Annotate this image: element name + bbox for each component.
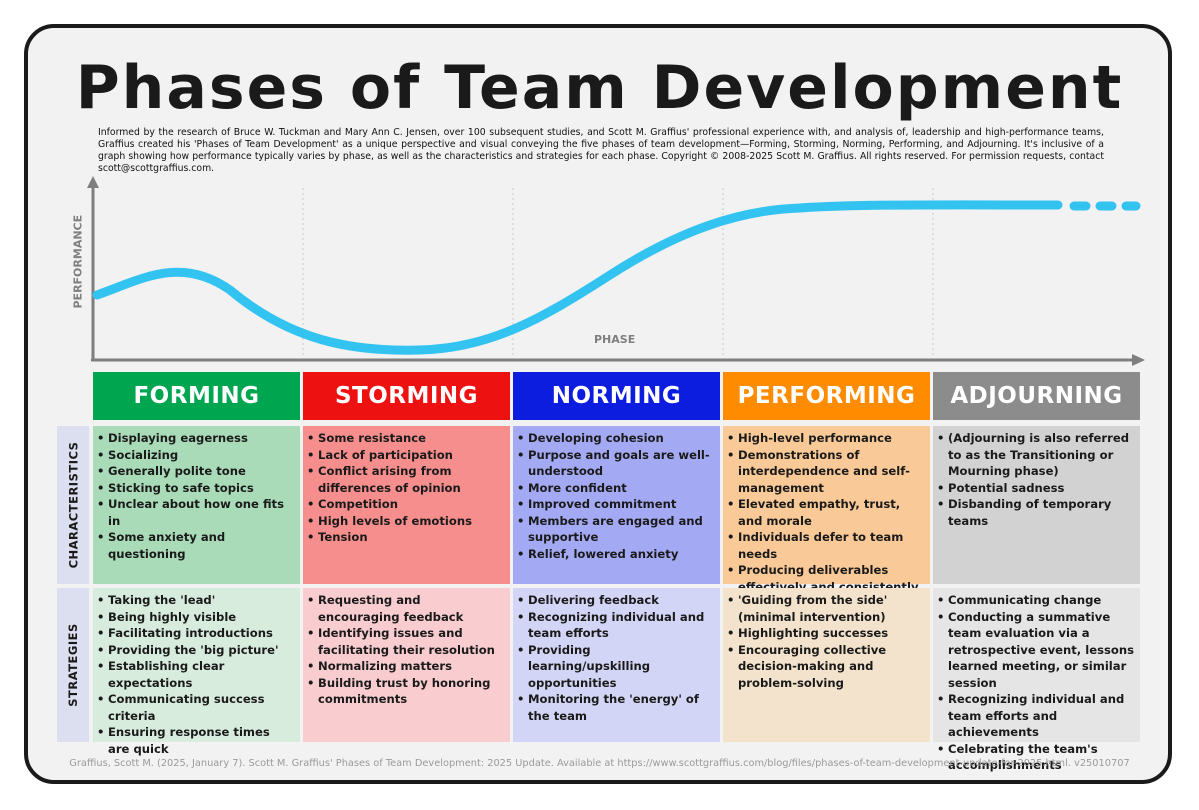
strategies-item: Identifying issues and facilitating thei… (307, 625, 504, 658)
characteristics-item: Purpose and goals are well-understood (517, 447, 714, 480)
row-label-strategies: STRATEGIES (57, 588, 89, 742)
strategies-item: Encouraging collective decision-making a… (727, 642, 924, 692)
strategies-item: Requesting and encouraging feedback (307, 592, 504, 625)
strategies-list: 'Guiding from the side' (minimal interve… (727, 592, 924, 691)
strategies-item: Recognizing individual and team efforts (517, 609, 714, 642)
characteristics-item: Members are engaged and supportive (517, 513, 714, 546)
characteristics-item: Potential sadness (937, 480, 1134, 497)
characteristics-item: Some resistance (307, 430, 504, 447)
strategies-cell: Communicating changeConducting a summati… (933, 588, 1140, 772)
characteristics-item: Displaying eagerness (97, 430, 294, 447)
phase-column-performing: PERFORMING High-level performanceDemonst… (723, 372, 930, 742)
strategies-item: Recognizing individual and team efforts … (937, 691, 1134, 741)
strategies-item: Monitoring the 'energy' of the team (517, 691, 714, 724)
row-label-characteristics-text: CHARACTERISTICS (66, 441, 80, 569)
phase-column-norming: NORMING Developing cohesionPurpose and g… (513, 372, 720, 742)
strategies-item: Being highly visible (97, 609, 294, 626)
row-label-strategies-text: STRATEGIES (66, 623, 81, 707)
characteristics-item: Improved commitment (517, 496, 714, 513)
strategies-item: Normalizing matters (307, 658, 504, 675)
strategies-item: Celebrating the team's accomplishments (937, 741, 1134, 774)
characteristics-item: High-level performance (727, 430, 924, 447)
strategies-cell: 'Guiding from the side' (minimal interve… (723, 588, 930, 742)
characteristics-item: Sticking to safe topics (97, 480, 294, 497)
phase-header: NORMING (513, 372, 720, 420)
characteristics-item: Relief, lowered anxiety (517, 546, 714, 563)
strategies-list: Taking the 'lead'Being highly visibleFac… (97, 592, 294, 757)
phase-header: STORMING (303, 372, 510, 420)
characteristics-item: Competition (307, 496, 504, 513)
strategies-item: 'Guiding from the side' (minimal interve… (727, 592, 924, 625)
characteristics-list: Some resistanceLack of participationConf… (307, 430, 504, 546)
phases-table: FORMING Displaying eagernessSocializingG… (93, 372, 1143, 772)
characteristics-list: Developing cohesionPurpose and goals are… (517, 430, 714, 562)
strategies-item: Communicating success criteria (97, 691, 294, 724)
row-label-characteristics: CHARACTERISTICS (57, 426, 89, 584)
phase-column-forming: FORMING Displaying eagernessSocializingG… (93, 372, 300, 756)
characteristics-cell: High-level performanceDemonstrations of … (723, 426, 930, 594)
characteristics-item: More confident (517, 480, 714, 497)
strategies-item: Delivering feedback (517, 592, 714, 609)
characteristics-item: Demonstrations of interdependence and se… (727, 447, 924, 497)
characteristics-cell: (Adjourning is also referred to as the T… (933, 426, 1140, 584)
characteristics-item: Tension (307, 529, 504, 546)
characteristics-list: (Adjourning is also referred to as the T… (937, 430, 1134, 529)
strategies-list: Delivering feedbackRecognizing individua… (517, 592, 714, 724)
strategies-item: Providing learning/upskilling opportunit… (517, 642, 714, 692)
characteristics-item: Socializing (97, 447, 294, 464)
x-axis-label: PHASE (594, 333, 636, 346)
strategies-item: Conducting a summative team evaluation v… (937, 609, 1134, 692)
characteristics-item: Unclear about how one fits in (97, 496, 294, 529)
strategies-list: Requesting and encouraging feedbackIdent… (307, 592, 504, 708)
characteristics-cell: Some resistanceLack of participationConf… (303, 426, 510, 584)
performance-curve (92, 200, 1063, 355)
characteristics-item: Conflict arising from differences of opi… (307, 463, 504, 496)
page-title: Phases of Team Development (75, 53, 1124, 123)
phase-header: ADJOURNING (933, 372, 1140, 420)
phase-column-adjourning: ADJOURNING (Adjourning is also referred … (933, 372, 1140, 772)
performance-graph (87, 176, 1145, 366)
citation: Graffius, Scott M. (2025, January 7). Sc… (69, 758, 1130, 769)
strategies-item: Facilitating introductions (97, 625, 294, 642)
characteristics-item: Generally polite tone (97, 463, 294, 480)
strategies-item: Building trust by honoring commitments (307, 675, 504, 708)
characteristics-item: High levels of emotions (307, 513, 504, 530)
strategies-item: Providing the 'big picture' (97, 642, 294, 659)
characteristics-item: Individuals defer to team needs (727, 529, 924, 562)
characteristics-item: Elevated empathy, trust, and morale (727, 496, 924, 529)
y-axis-label: PERFORMANCE (71, 214, 85, 309)
characteristics-item: Some anxiety and questioning (97, 529, 294, 562)
strategies-cell: Requesting and encouraging feedbackIdent… (303, 588, 510, 742)
y-axis-arrow-icon (87, 176, 99, 188)
strategies-cell: Taking the 'lead'Being highly visibleFac… (93, 588, 300, 756)
strategies-item: Ensuring response times are quick (97, 724, 294, 757)
strategies-cell: Delivering feedbackRecognizing individua… (513, 588, 720, 742)
strategies-item: Establishing clear expectations (97, 658, 294, 691)
phase-header: FORMING (93, 372, 300, 420)
phase-column-storming: STORMING Some resistanceLack of particip… (303, 372, 510, 742)
strategies-item: Communicating change (937, 592, 1134, 609)
strategies-list: Communicating changeConducting a summati… (937, 592, 1134, 774)
strategies-item: Taking the 'lead' (97, 592, 294, 609)
characteristics-item: Developing cohesion (517, 430, 714, 447)
intro-paragraph: Informed by the research of Bruce W. Tuc… (98, 127, 1104, 174)
strategies-item: Highlighting successes (727, 625, 924, 642)
characteristics-list: High-level performanceDemonstrations of … (727, 430, 924, 595)
characteristics-cell: Displaying eagernessSocializingGenerally… (93, 426, 300, 584)
phase-header: PERFORMING (723, 372, 930, 420)
characteristics-item: Disbanding of temporary teams (937, 496, 1134, 529)
characteristics-item: (Adjourning is also referred to as the T… (937, 430, 1134, 480)
x-axis-arrow-icon (1132, 354, 1145, 366)
characteristics-item: Lack of participation (307, 447, 504, 464)
characteristics-cell: Developing cohesionPurpose and goals are… (513, 426, 720, 584)
characteristics-list: Displaying eagernessSocializingGenerally… (97, 430, 294, 562)
